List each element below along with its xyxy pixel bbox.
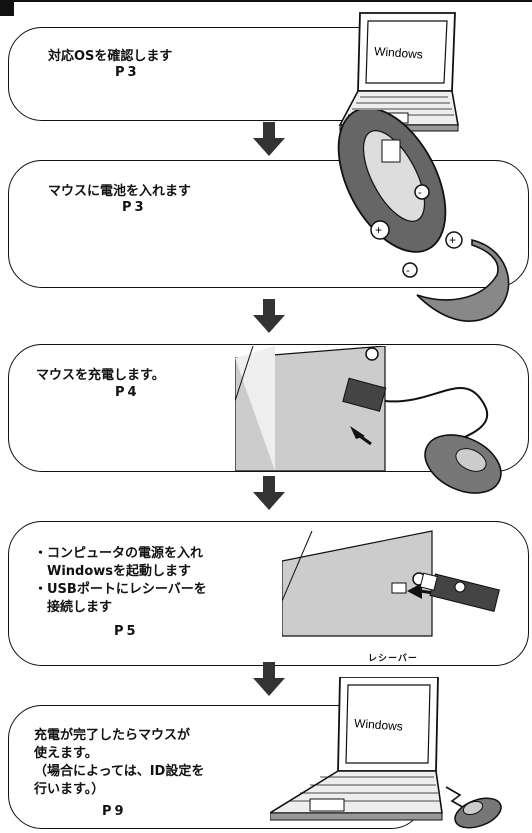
step-2-text: マウスに電池を入れます [48,184,192,199]
laptop-screen-text: Windows [354,716,404,733]
laptop-screen-text: Windows [374,44,424,61]
usb-receiver-illustration [282,530,500,637]
step-4-line-3: ・USBポートにレシーバーを [34,582,207,597]
laptop-with-mouse-illustration: Windows [270,677,502,829]
receiver-caption: レシーバー [368,654,418,664]
down-arrow-1 [253,122,285,156]
mouse-battery-illustration: + - + - [337,110,510,322]
charging-cable-illustration [235,346,502,494]
step-1-text: 対応OSを確認します [48,49,173,64]
step-5-line-1: 充電が完了したらマウスが [34,728,191,743]
step-4-page-ref: P5 [114,624,139,639]
section-marker [0,0,14,16]
svg-text:+: + [449,233,456,247]
step-5-line-4: 行います。） [34,782,105,797]
step-5-line-3: （場合によっては、ID設定を [34,764,205,779]
down-arrow-2 [253,299,285,333]
step-1-page-ref: P3 [115,65,140,80]
step-4-line-4: 接続します [34,600,113,615]
step-4-line-2: Windowsを起動します [34,564,192,579]
svg-text:-: - [418,187,422,199]
step-5-line-2: 使えます。 [34,746,98,761]
down-arrow-3 [253,476,285,510]
step-4-line-1: ・コンピュータの電源を入れ [34,546,204,561]
step-5-page-ref: P9 [102,804,127,819]
step-2-page-ref: P3 [122,200,147,215]
svg-text:+: + [375,223,382,237]
svg-text:-: - [406,265,410,277]
step-3-text: マウスを充電します。 [36,368,165,383]
top-rule [14,0,532,2]
step-3-page-ref: P4 [115,385,140,400]
down-arrow-4 [253,662,285,696]
